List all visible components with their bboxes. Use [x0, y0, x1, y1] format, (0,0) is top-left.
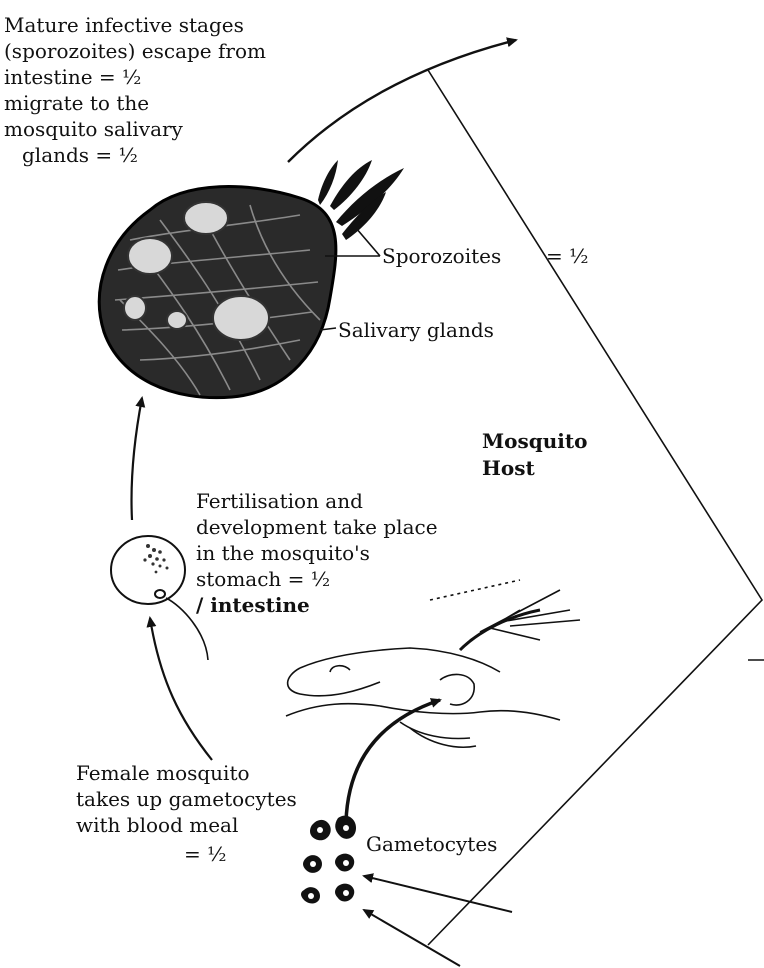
female-mosquito-label: Female mosquito takes up gametocytes wit…: [76, 760, 297, 838]
development-arrow: [131, 398, 142, 520]
label-line: Fertilisation and: [196, 488, 438, 514]
zygote-illustration: [111, 536, 208, 660]
label-line: migrate to the: [4, 90, 266, 116]
sporozoites-score-mark: = ½: [546, 244, 589, 269]
gametocytes-label: Gametocytes: [366, 832, 497, 857]
label-line: stomach = ½: [196, 566, 438, 592]
female-mosquito-score-mark: = ½: [184, 842, 227, 867]
label-line: development take place: [196, 514, 438, 540]
host-boundary: [428, 70, 762, 945]
label-line: Mosquito: [482, 428, 587, 455]
label-line: in the mosquito's: [196, 540, 438, 566]
salivary-gland-illustration: [99, 187, 336, 398]
label-line: with blood meal: [76, 812, 297, 838]
label-line: Female mosquito: [76, 760, 297, 786]
label-line: glands = ½: [4, 142, 266, 168]
label-line: Host: [482, 455, 587, 482]
sporozoites-label: Sporozoites: [382, 244, 501, 269]
label-line: (sporozoites) escape from: [4, 38, 266, 64]
escape-arrow: [288, 40, 516, 162]
bite-arrow: [346, 700, 440, 822]
label-line: Mature infective stages: [4, 12, 266, 38]
gametocyte-arrow-2: [364, 910, 460, 966]
fertilisation-label: Fertilisation and development take place…: [196, 488, 438, 618]
label-line: takes up gametocytes: [76, 786, 297, 812]
label-line: intestine = ½: [4, 64, 266, 90]
mosquito-host-label: Mosquito Host: [482, 428, 587, 482]
salivary-glands-label: Salivary glands: [338, 318, 494, 343]
label-line: mosquito salivary: [4, 116, 266, 142]
sporozoites-escape-label: Mature infective stages (sporozoites) es…: [4, 12, 266, 168]
label-line: / intestine: [196, 592, 438, 618]
